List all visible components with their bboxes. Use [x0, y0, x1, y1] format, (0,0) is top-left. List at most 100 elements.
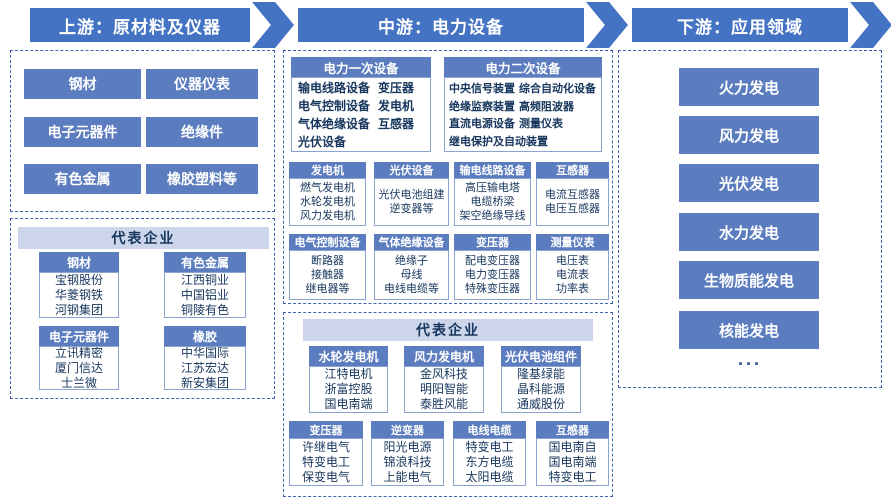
category-item: 继电器等 [305, 283, 350, 295]
equipment-item: 电气控制设备 [298, 99, 371, 113]
secondary-equipment-box: 电力二次设备 中央信号装置综合自动化设备 绝缘监察装置高频阻波器 直流电源设备测… [444, 57, 602, 152]
category-title: 光伏设备 [374, 162, 449, 178]
group-title: 光伏电池组件 [501, 346, 581, 366]
category-item: 高压输电塔 [465, 182, 520, 194]
company-group-current-transformers: 互感器 国电南自 国电南端 特变电工 [536, 421, 609, 486]
group-title: 钢材 [39, 252, 119, 272]
group-title: 变压器 [289, 421, 363, 438]
category-title: 测量仪表 [536, 234, 609, 250]
category-pv-equipment: 光伏设备 光伏电池组建 逆变器等 [374, 162, 449, 226]
category-transmission-lines: 输电线路设备 高压输电塔 电缆桥梁 架空绝缘导线 [454, 162, 531, 226]
company: 锦浪科技 [383, 454, 432, 469]
company-group-wires-cables: 电线电缆 特变电工 东方电缆 太阳电缆 [453, 421, 526, 486]
company-group-wind-generators: 风力发电机 金风科技 明阳智能 泰胜风能 [404, 346, 484, 413]
box-body: 中央信号装置综合自动化设备 绝缘监察装置高频阻波器 直流电源设备测量仪表 继电保… [444, 77, 602, 152]
category-gas-insulation: 气体绝缘设备 绝缘子 母线 电线电缆等 [374, 234, 449, 300]
equipment-item: 直流电源设备 [449, 118, 515, 131]
company: 国电南端 [324, 397, 373, 411]
category-title: 气体绝缘设备 [374, 234, 449, 250]
category-title: 输电线路设备 [454, 162, 531, 178]
category-item: 电线电缆等 [384, 283, 439, 295]
category-item: 绝缘子 [395, 255, 428, 267]
company: 江苏宏达 [180, 360, 229, 375]
equipment-item: 综合自动化设备 [519, 82, 596, 95]
company: 中国铝业 [180, 287, 229, 302]
category-transformers-ct: 互感器 电流互感器 电压互感器 [536, 162, 609, 226]
application-nuclear-power: 核能发电 [679, 311, 819, 349]
category-item: 燃气发电机 [300, 182, 355, 194]
equipment-item: 绝缘监察装置 [449, 100, 515, 113]
company: 国电南自 [548, 439, 597, 454]
company: 中华国际 [180, 345, 229, 360]
group-title: 橡胶 [164, 326, 246, 346]
ellipsis-more: ... [737, 349, 762, 369]
box-title: 电力二次设备 [444, 57, 602, 77]
category-item: 电流表 [556, 269, 589, 281]
company-group-electronics: 电子元器件 立讯精密 厦门信达 士兰微 [39, 326, 119, 390]
group-title: 互感器 [536, 421, 609, 438]
company: 江特电机 [324, 367, 373, 381]
company: 金风科技 [419, 367, 468, 381]
rep-companies-header: 代表企业 [303, 319, 593, 341]
upstream-materials-panel: 钢材 仪器仪表 电子元器件 绝缘件 有色金属 橡胶塑料等 [10, 50, 275, 212]
company: 许继电气 [301, 439, 350, 454]
company: 隆基绿能 [516, 367, 565, 381]
company: 通威股份 [516, 397, 565, 411]
company-group-inverters: 逆变器 阳光电源 锦浪科技 上能电气 [371, 421, 444, 486]
group-companies: 立讯精密 厦门信达 士兰微 [39, 346, 119, 390]
company: 上能电气 [383, 469, 432, 484]
category-item: 电力变压器 [465, 269, 520, 281]
equipment-item: 继电保护及自动装置 [449, 136, 548, 149]
company-group-steel: 钢材 宝钢股份 华菱钢铁 河钢集团 [39, 252, 119, 318]
category-item: 光伏电池组建 [378, 189, 445, 201]
category-item: 断路器 [311, 255, 344, 267]
company: 河钢集团 [54, 302, 103, 317]
category-item: 功率表 [556, 283, 589, 295]
company: 明阳智能 [419, 382, 468, 396]
company: 阳光电源 [383, 439, 432, 454]
equipment-item: 光伏设备 [298, 135, 347, 149]
group-companies: 中华国际 江苏宏达 新安集团 [164, 346, 246, 390]
company: 铜陵有色 [180, 302, 229, 317]
equipment-item: 发电机 [378, 99, 415, 113]
category-item: 接触器 [311, 269, 344, 281]
company: 泰胜风能 [419, 397, 468, 411]
group-companies: 宝钢股份 华菱钢铁 河钢集团 [39, 272, 119, 318]
material-instruments: 仪器仪表 [146, 69, 258, 99]
material-steel: 钢材 [24, 69, 141, 99]
company-group-transformers: 变压器 许继电气 特变电工 保变电气 [289, 421, 363, 486]
group-title: 电线电缆 [453, 421, 526, 438]
category-item: 电缆桥梁 [470, 196, 515, 208]
banner-upstream: 上游：原材料及仪器 [30, 8, 250, 42]
box-body: 输电线路设备变压器 电气控制设备发电机 气体绝缘设备互感器 光伏设备 [291, 77, 431, 152]
company: 特变电工 [465, 439, 514, 454]
category-title: 发电机 [289, 162, 366, 178]
primary-equipment-box: 电力一次设备 输电线路设备变压器 电气控制设备发电机 气体绝缘设备互感器 光伏设… [291, 57, 431, 152]
category-item: 特殊变压器 [465, 283, 520, 295]
company: 华菱钢铁 [54, 287, 103, 302]
category-item: 电流互感器 [545, 189, 600, 201]
application-hydro-power: 水力发电 [679, 213, 819, 251]
category-transformers: 变压器 配电变压器 电力变压器 特殊变压器 [454, 234, 531, 300]
group-companies: 江西铜业 中国铝业 铜陵有色 [164, 272, 246, 318]
company: 厦门信达 [54, 360, 103, 375]
company: 江西铜业 [180, 272, 229, 287]
category-item: 架空绝缘导线 [459, 210, 526, 222]
group-title: 有色金属 [164, 252, 246, 272]
group-title: 逆变器 [371, 421, 444, 438]
company: 特变电工 [301, 454, 350, 469]
equipment-item: 变压器 [378, 81, 415, 95]
equipment-item: 高频阻波器 [519, 100, 574, 113]
application-pv-power: 光伏发电 [679, 164, 819, 202]
material-rubber: 橡胶塑料等 [146, 164, 258, 194]
category-item: 风力发电机 [300, 210, 355, 222]
category-item: 电压互感器 [545, 203, 600, 215]
company-group-rubber: 橡胶 中华国际 江苏宏达 新安集团 [164, 326, 246, 390]
material-insulation: 绝缘件 [146, 117, 258, 147]
category-item: 电压表 [556, 255, 589, 267]
box-title: 电力一次设备 [291, 57, 431, 77]
equipment-item: 互感器 [378, 117, 415, 131]
equipment-item: 中央信号装置 [449, 82, 515, 95]
company-group-nonferrous: 有色金属 江西铜业 中国铝业 铜陵有色 [164, 252, 246, 318]
